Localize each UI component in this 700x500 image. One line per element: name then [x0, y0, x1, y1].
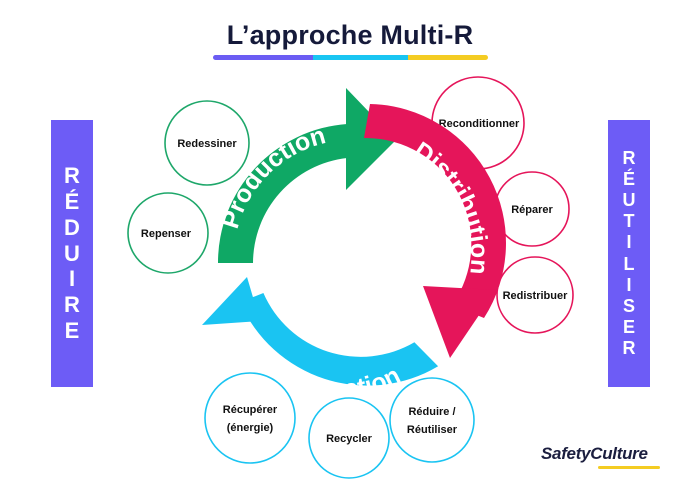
bubble-reconditionner-label: Reconditionner — [439, 118, 520, 130]
reutiliser-label: R É U T I L I S E R — [622, 148, 636, 358]
bubble-repenser: Repenser — [127, 192, 209, 274]
safetyculture-logo: SafetyCulture — [541, 444, 648, 463]
bubble-recycler-label: Recycler — [326, 433, 373, 445]
reduire-label: R É D U I R E — [64, 162, 80, 344]
bubble-reparer-label: Réparer — [511, 204, 553, 216]
bubble-redistribuer: Redistribuer — [496, 256, 574, 334]
bubble-reparer: Réparer — [494, 171, 570, 247]
underline-cyan — [313, 55, 408, 60]
bubble-redessiner-label: Redessiner — [177, 138, 237, 150]
bubble-redistribuer-label: Redistribuer — [503, 290, 569, 302]
bubble-recuperer-label-2: (énergie) — [227, 422, 274, 434]
bubble-recuperer: Récupérer (énergie) — [204, 372, 296, 464]
logo-underline — [598, 466, 660, 469]
bubble-recuperer-label-1: Récupérer — [223, 404, 278, 416]
bubble-repenser-label: Repenser — [141, 228, 192, 240]
bubble-redessiner: Redessiner — [164, 100, 250, 186]
reutiliser-banner: R É U T I L I S E R — [608, 120, 650, 387]
bubble-reduire-label-1: Réduire / — [408, 406, 455, 418]
bubble-recycler: Recycler — [308, 397, 390, 479]
underline-yellow — [408, 55, 488, 60]
underline-purple — [213, 55, 313, 60]
page-title: L’approche Multi-R — [226, 20, 474, 50]
bubble-reduire-label-2: Réutiliser — [407, 424, 458, 436]
reduire-banner: R É D U I R E — [51, 120, 93, 387]
bubble-reduire-reutiliser: Réduire / Réutiliser — [389, 377, 475, 463]
title-underline — [213, 55, 488, 60]
